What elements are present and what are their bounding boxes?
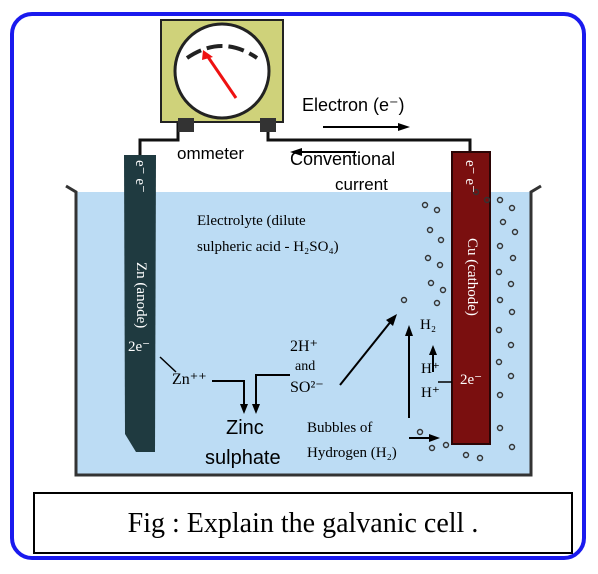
sulphate-ion-label: SO²⁻ — [290, 379, 324, 396]
cathode-electrode — [451, 151, 491, 445]
h-ions-label: 2H⁺ — [290, 338, 318, 355]
electron-label: Electron (e⁻) — [302, 95, 405, 115]
anode-wire — [138, 122, 180, 155]
conventional-label: Conventional — [290, 149, 396, 169]
figure-caption: Fig : Explain the galvanic cell . — [127, 508, 479, 539]
anode-2e-label: 2e⁻ — [128, 339, 151, 355]
electrolyte-label-1: Electrolyte (dilute — [197, 213, 306, 229]
ommeter-label: ommeter — [177, 144, 245, 163]
zinc-label: Zinc — [226, 417, 264, 439]
h2-label: H₂ — [420, 317, 437, 333]
meter-terminal-right — [260, 118, 276, 132]
meter-dial — [173, 22, 271, 120]
cathode-2e-label: 2e⁻ — [460, 372, 483, 388]
hydrogen-bubbles — [400, 188, 519, 462]
cathode-label: Cu (cathode) — [464, 238, 480, 316]
bubbles-label-1: Bubbles of — [307, 420, 373, 436]
anode-electrons-label: e⁻ e⁻ — [132, 160, 148, 193]
meter-needle-tip — [202, 50, 213, 60]
outer-frame — [10, 12, 586, 560]
electrolyte-label-2: sulpheric acid - H₂SO₄) — [197, 239, 339, 255]
beaker-outline — [65, 184, 542, 477]
caption-box: Fig : Explain the galvanic cell . — [33, 492, 573, 554]
and-label: and — [295, 359, 316, 374]
anode-label: Zn (anode) — [133, 262, 149, 329]
meter-needle — [204, 53, 238, 99]
cathode-electrons-label: e⁻ e⁻ — [462, 160, 478, 193]
h-plus-label-1: H⁺ — [421, 361, 440, 377]
zn-ion-label: Zn⁺⁺ — [172, 371, 207, 388]
current-label: current — [335, 175, 388, 194]
anode-electrode — [124, 155, 156, 452]
sulphate-label: sulphate — [205, 447, 281, 469]
meter-terminal-left — [178, 118, 194, 132]
h-plus-label-2: H⁺ — [421, 385, 440, 401]
bubbles-label-2: Hydrogen (H₂) — [307, 445, 397, 461]
meter-scale — [185, 44, 259, 60]
